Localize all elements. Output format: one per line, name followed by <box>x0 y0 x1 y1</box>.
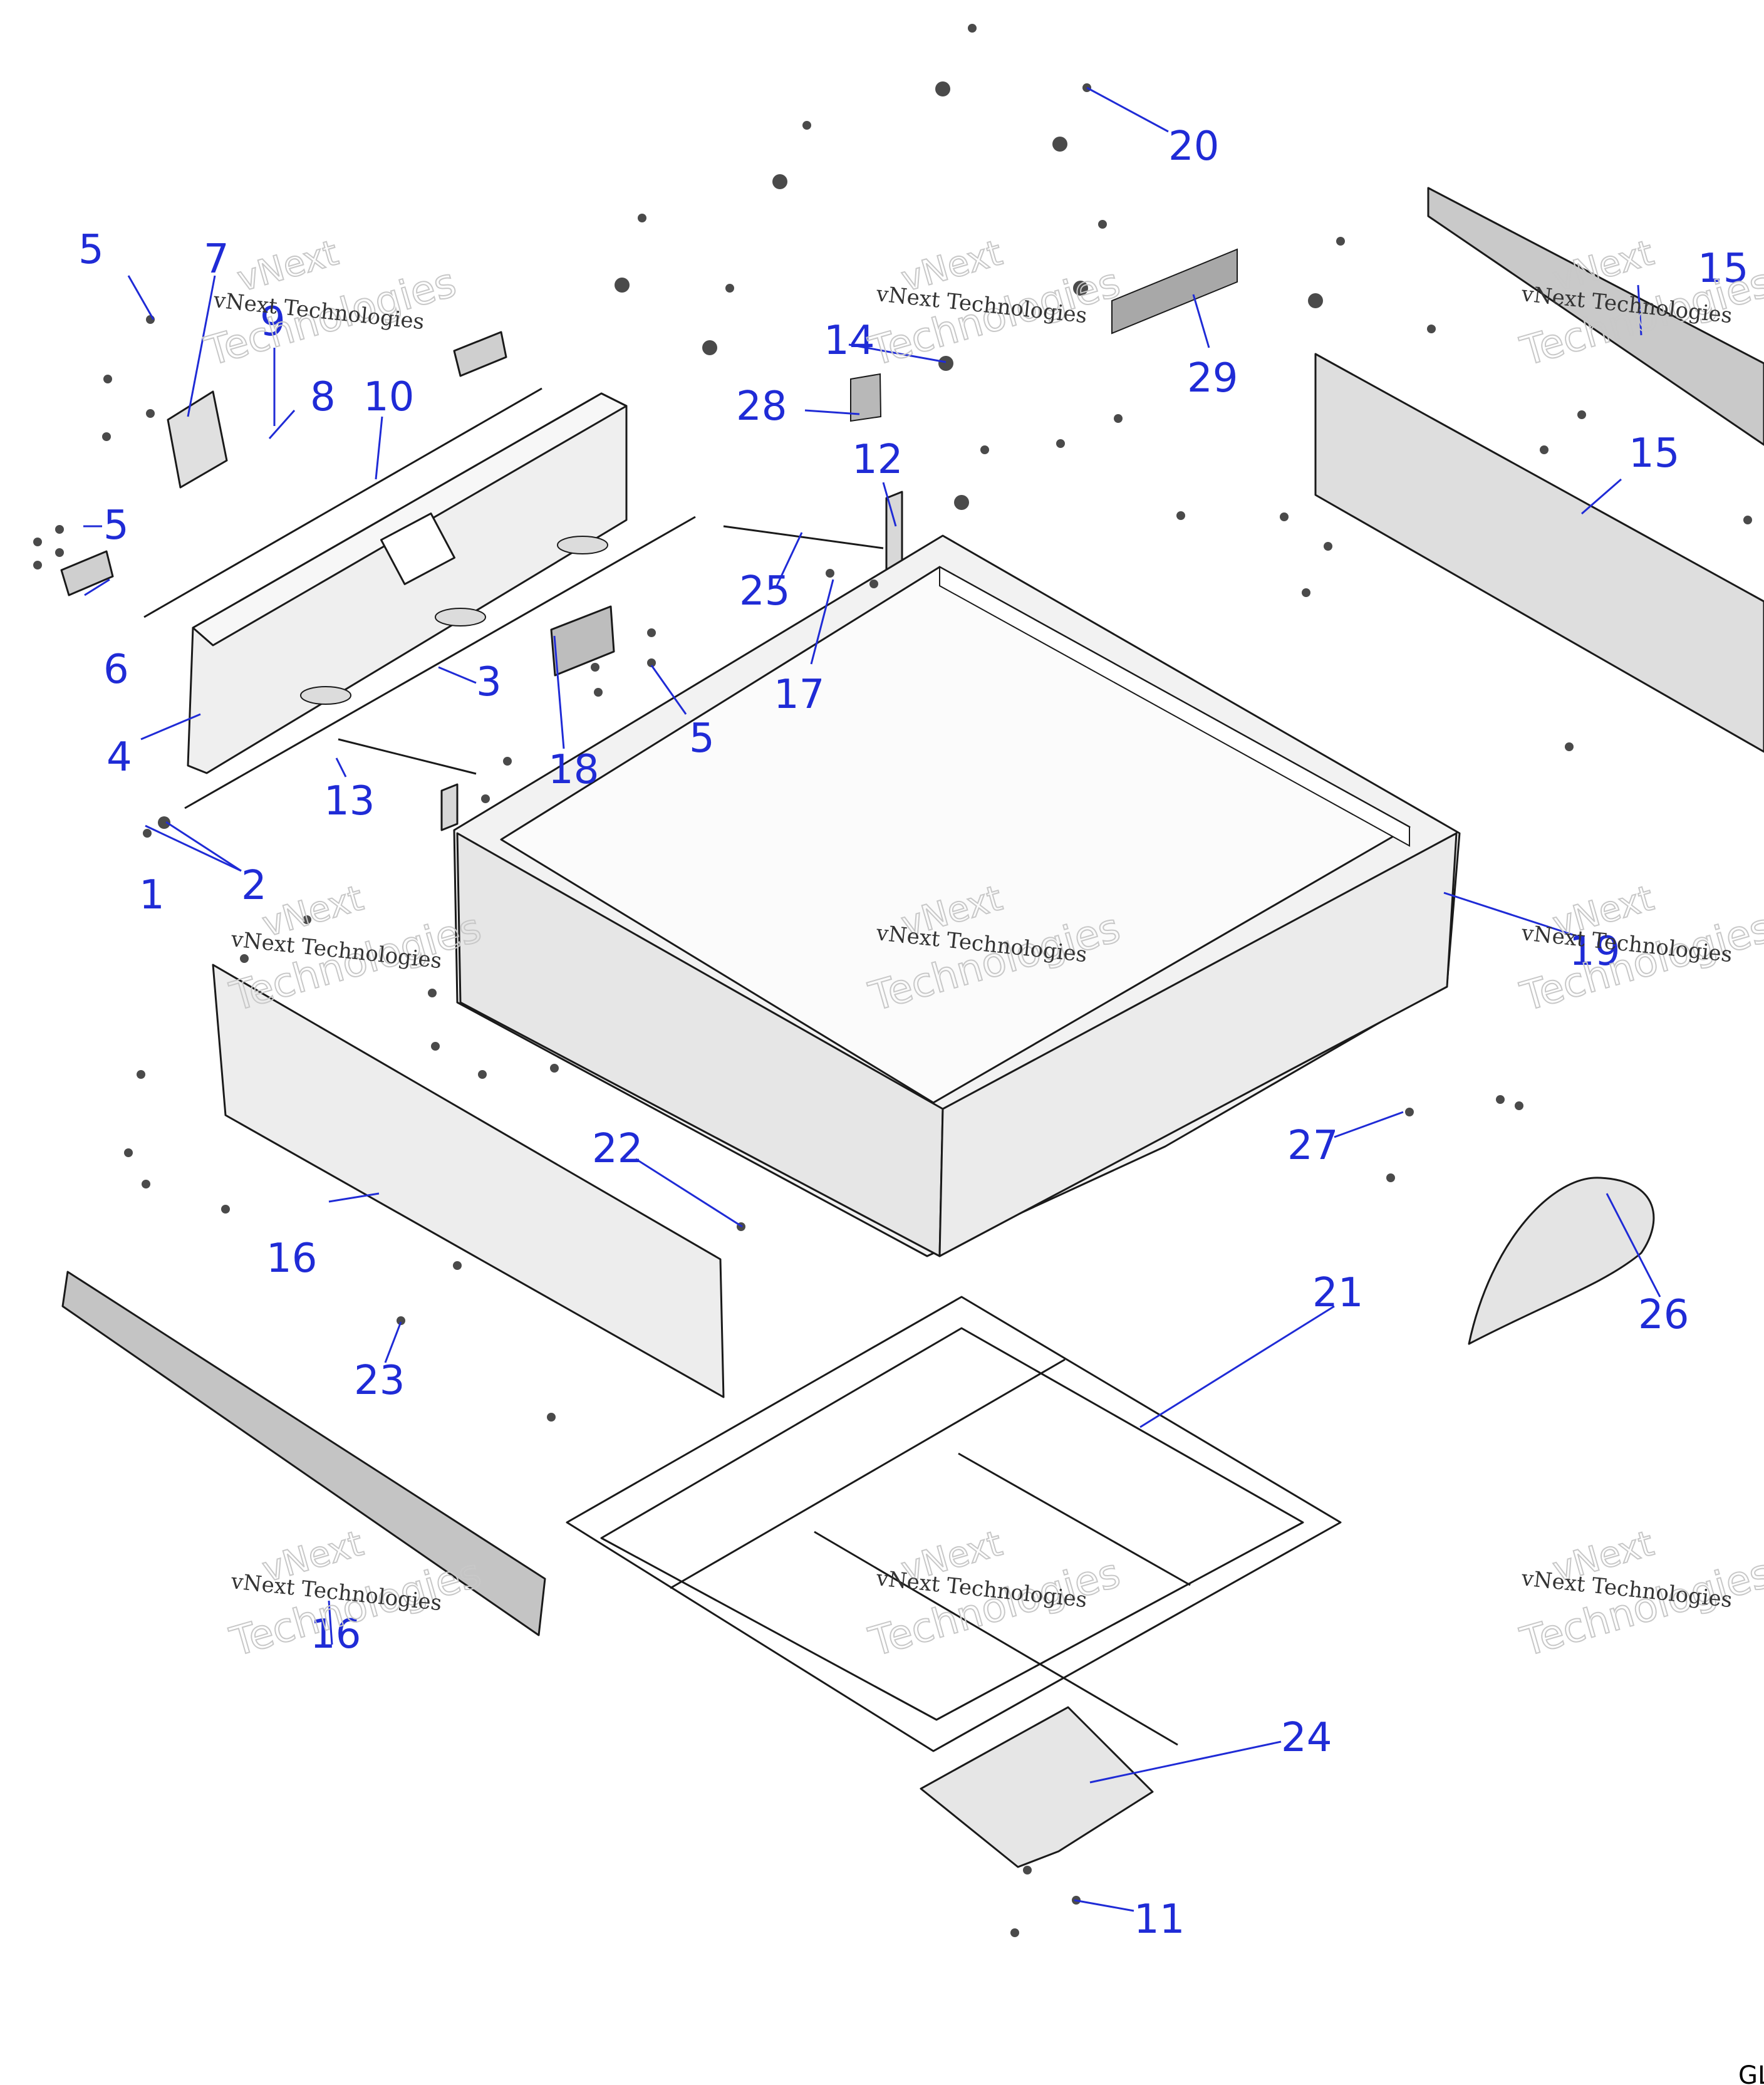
callout-25: 25 <box>739 568 790 615</box>
callout-28: 28 <box>736 383 787 430</box>
callout-12: 12 <box>852 437 903 483</box>
cover-plate <box>550 605 615 677</box>
callout-16-a: 16 <box>266 1235 317 1282</box>
decal-strip <box>1111 248 1238 335</box>
callout-21: 21 <box>1312 1270 1363 1316</box>
callout-27: 27 <box>1287 1123 1338 1169</box>
side-rail-strip-right <box>1427 187 1764 446</box>
side-rail-right <box>1314 353 1764 753</box>
leader-lines <box>83 86 1661 1912</box>
callout-10: 10 <box>363 374 414 420</box>
callout-5-b: 5 <box>103 502 129 549</box>
svg-text:vNext: vNext <box>233 232 343 300</box>
callout-15-a: 15 <box>1698 246 1748 292</box>
latch-plate <box>167 390 228 489</box>
strut-bracket-lower <box>440 783 459 831</box>
cargo-box <box>453 534 1461 1257</box>
callout-13: 13 <box>324 778 375 824</box>
callout-2: 2 <box>241 863 267 909</box>
callout-29: 29 <box>1187 355 1238 402</box>
decal-square <box>850 373 882 422</box>
tailgate-panel <box>187 392 628 774</box>
callout-23: 23 <box>354 1358 405 1404</box>
callout-15-b: 15 <box>1629 430 1679 477</box>
callout-3: 3 <box>476 659 502 705</box>
callout-20: 20 <box>1168 123 1219 170</box>
callout-4: 4 <box>106 734 132 781</box>
callout-5-c: 5 <box>689 715 715 762</box>
subframe <box>566 1296 1342 1752</box>
callout-5-a: 5 <box>78 227 104 273</box>
callout-8: 8 <box>310 374 336 420</box>
callout-18: 18 <box>548 747 599 793</box>
gas-strut-lower <box>338 738 477 775</box>
hinge-bracket <box>60 550 114 596</box>
callout-24: 24 <box>1281 1715 1332 1761</box>
callout-14: 14 <box>824 318 874 364</box>
fender-flare <box>1468 1177 1655 1345</box>
hinge-bracket-upper <box>453 331 507 377</box>
callout-9: 9 <box>260 299 286 345</box>
callout-17: 17 <box>774 672 824 718</box>
watermarks: vNext Technologies vNext Technologies vN… <box>200 232 1764 1666</box>
fasteners <box>33 24 1752 1937</box>
latch-rod <box>143 387 542 618</box>
support-rod <box>184 516 696 809</box>
callout-16-b: 16 <box>310 1611 361 1658</box>
callout-26: 26 <box>1638 1292 1689 1338</box>
corner-code: GL <box>1738 2061 1764 2085</box>
callout-1: 1 <box>139 872 165 918</box>
gas-strut-upper <box>723 525 884 549</box>
callout-7: 7 <box>204 236 229 283</box>
skid-plate <box>920 1706 1154 1868</box>
bed-rail-strip-left <box>61 1271 546 1636</box>
bed-rail-left <box>212 964 725 1398</box>
callouts: 1 2 3 4 5 5 5 6 7 8 9 10 11 12 13 14 15 … <box>78 123 1748 1943</box>
callout-6: 6 <box>103 647 129 693</box>
callout-19: 19 <box>1569 928 1620 975</box>
callout-11: 11 <box>1134 1896 1185 1943</box>
callout-22: 22 <box>592 1126 643 1172</box>
